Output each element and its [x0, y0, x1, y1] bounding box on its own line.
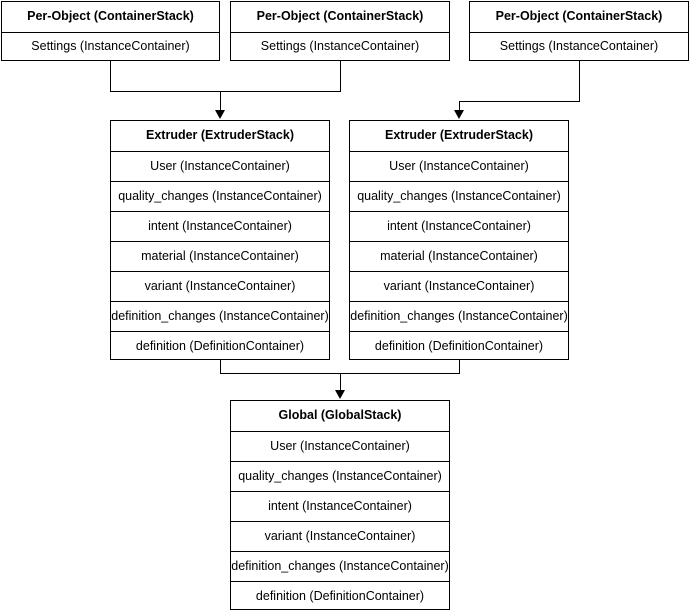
node-row: definition_changes (InstanceContainer) — [111, 301, 329, 331]
node-row: definition (DefinitionContainer) — [111, 331, 329, 361]
node-per-object-3[interactable]: Per-Object (ContainerStack) Settings (In… — [469, 1, 689, 61]
edge-drop-extruder-2 — [459, 101, 460, 112]
edge-extruder-1-to-global-segment — [220, 360, 221, 373]
node-row: User (InstanceContainer) — [231, 431, 449, 461]
node-row: quality_changes (InstanceContainer) — [350, 181, 568, 211]
node-per-object-2[interactable]: Per-Object (ContainerStack) Settings (In… — [230, 1, 450, 61]
arrowhead-extruder-1 — [215, 110, 225, 119]
node-header: Extruder (ExtruderStack) — [385, 128, 533, 143]
node-row: definition_changes (InstanceContainer) — [350, 301, 568, 331]
node-row: variant (InstanceContainer) — [350, 271, 568, 301]
node-per-object-1[interactable]: Per-Object (ContainerStack) Settings (In… — [1, 1, 220, 61]
node-header: Per-Object (ContainerStack) — [27, 9, 194, 24]
node-row: material (InstanceContainer) — [111, 241, 329, 271]
node-row: quality_changes (InstanceContainer) — [111, 181, 329, 211]
edge-per-object-1-to-extruder-1-segment — [110, 61, 111, 91]
node-row: variant (InstanceContainer) — [111, 271, 329, 301]
node-row: definition (DefinitionContainer) — [231, 581, 449, 611]
node-row: definition_changes (InstanceContainer) — [231, 551, 449, 581]
edge-join-bar-extruder-1 — [110, 91, 341, 92]
node-row: quality_changes (InstanceContainer) — [231, 461, 449, 491]
edge-extruder-2-to-global-segment — [459, 360, 460, 373]
node-row: material (InstanceContainer) — [350, 241, 568, 271]
edge-per-object-2-to-extruder-1-segment — [340, 61, 341, 91]
node-row: intent (InstanceContainer) — [111, 211, 329, 241]
node-row: User (InstanceContainer) — [111, 151, 329, 181]
node-extruder-2[interactable]: Extruder (ExtruderStack) User (InstanceC… — [349, 120, 569, 360]
node-header: Extruder (ExtruderStack) — [146, 128, 294, 143]
edge-join-bar-extruder-2 — [459, 101, 580, 102]
node-global[interactable]: Global (GlobalStack) User (InstanceConta… — [230, 400, 450, 610]
arrowhead-extruder-2 — [454, 110, 464, 119]
node-row: variant (InstanceContainer) — [231, 521, 449, 551]
node-header: Per-Object (ContainerStack) — [495, 9, 663, 24]
arrowhead-global — [335, 390, 345, 399]
node-row: definition (DefinitionContainer) — [350, 331, 568, 361]
edge-per-object-3-to-extruder-2-segment — [579, 61, 580, 101]
node-header: Per-Object (ContainerStack) — [256, 9, 424, 24]
node-row: User (InstanceContainer) — [350, 151, 568, 181]
node-row: intent (InstanceContainer) — [231, 491, 449, 521]
node-row: intent (InstanceContainer) — [350, 211, 568, 241]
node-row: Settings (InstanceContainer) — [231, 32, 449, 60]
node-header: Global (GlobalStack) — [278, 408, 402, 423]
node-extruder-1[interactable]: Extruder (ExtruderStack) User (InstanceC… — [110, 120, 330, 360]
edge-drop-global — [340, 373, 341, 391]
node-row: Settings (InstanceContainer) — [470, 32, 688, 60]
edge-drop-extruder-1 — [220, 91, 221, 112]
node-row: Settings (InstanceContainer) — [2, 32, 219, 60]
